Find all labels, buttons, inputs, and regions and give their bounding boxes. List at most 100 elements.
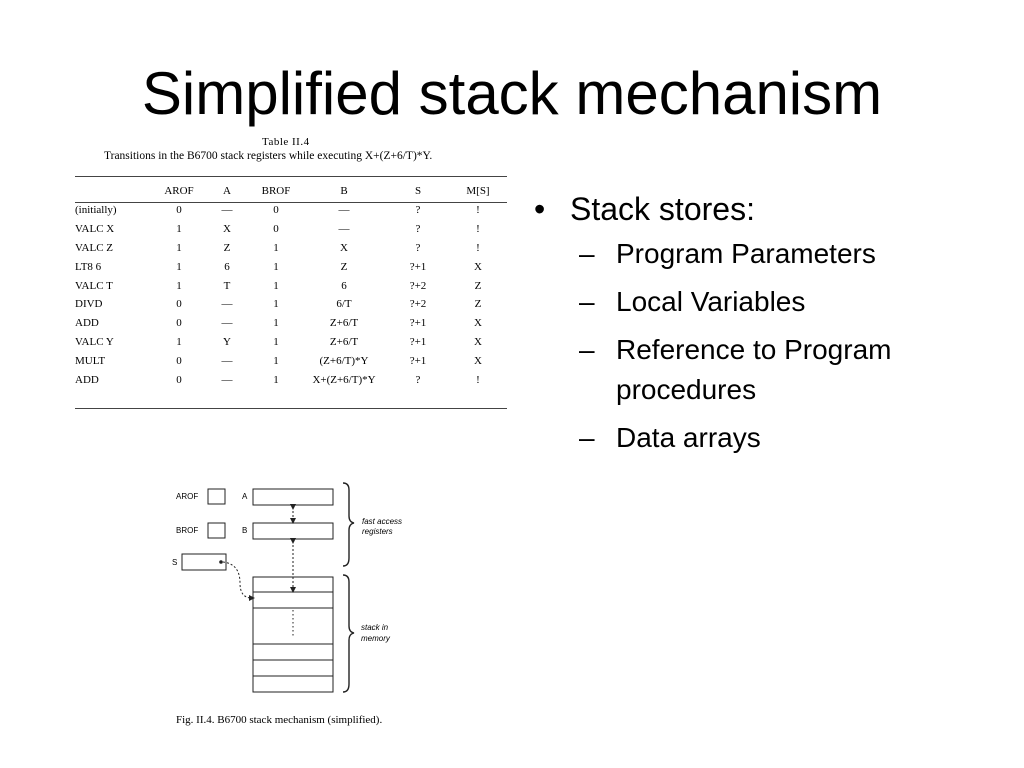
instruction-cell: MULT — [75, 354, 106, 367]
header-cell — [75, 181, 155, 201]
table-cell: ! — [476, 223, 480, 236]
table-row: VALC X 1 X 0 —?! — [75, 220, 507, 239]
table-cell: ?+1 — [409, 260, 427, 273]
table-cell: 0 — [176, 317, 182, 330]
registers-brace — [342, 482, 355, 567]
b-register-label: B — [242, 526, 247, 535]
table-cell: 1 — [273, 260, 279, 273]
table-cell: ! — [476, 241, 480, 254]
table-header-row: AROF A BROF B S M[S] — [75, 181, 507, 201]
table-cell: 1 — [176, 335, 182, 348]
instruction-cell: DIVD — [75, 298, 103, 311]
table-cell: ? — [415, 223, 421, 236]
table-row: (initially)0—0—?! — [75, 201, 507, 220]
memory-cell — [252, 675, 334, 693]
table-cell: ?+1 — [409, 354, 427, 367]
table-cell: Z — [474, 298, 482, 311]
s-pointer-dot — [219, 560, 223, 564]
table-cell: 6 — [341, 279, 347, 292]
table-cell: ? — [415, 373, 421, 386]
table-cell: X — [340, 241, 348, 254]
stack-brace — [342, 574, 355, 693]
s-register — [181, 553, 227, 571]
table-cell: 1 — [176, 260, 182, 273]
table-cell: — — [221, 317, 233, 330]
instruction-cell: VALC T — [75, 279, 113, 292]
table-cell: — — [338, 223, 350, 236]
header-cell: AROF — [164, 185, 194, 197]
arof-box — [207, 488, 226, 505]
dash-icon: – — [579, 286, 595, 317]
table-cell: X — [474, 260, 482, 273]
bullet-dot-icon: • — [534, 191, 546, 227]
transitions-table: AROF A BROF B S M[S] (initially)0—0—?!VA… — [75, 181, 507, 389]
table-row: VALC T 1 T 1 6 ?+2 Z — [75, 276, 507, 295]
table-cell: 1 — [176, 279, 182, 292]
bullet-list: • Stack stores: –Program Parameters –Loc… — [534, 188, 1014, 466]
table-cell: Z — [474, 279, 482, 292]
table-cell: Y — [223, 335, 231, 348]
table-cell: ?+2 — [409, 279, 427, 292]
table-cell: 0 — [273, 223, 279, 236]
table-cell: ?+2 — [409, 298, 427, 311]
table-cell: Z+6/T — [329, 317, 359, 330]
table-cell: X — [223, 223, 231, 236]
sub-bullet-text: Reference to Program procedures — [616, 334, 892, 405]
header-cell: A — [223, 185, 231, 197]
table-cell: ?+1 — [409, 335, 427, 348]
header-cell: BROF — [261, 185, 291, 197]
memory-cell — [252, 659, 334, 677]
bullet-text: Stack stores: — [570, 191, 755, 227]
stack-diagram: AROF A BROF B S fast access registers st… — [172, 482, 402, 693]
instruction-cell: VALC X — [75, 223, 115, 236]
table-cell: 1 — [273, 373, 279, 386]
instruction-cell: ADD — [75, 317, 99, 330]
memory-stack — [252, 576, 334, 693]
table-cell: 0 — [273, 204, 279, 217]
slide-title: Simplified stack mechanism — [141, 60, 883, 127]
table-cell: ? — [415, 204, 421, 217]
table-cell: X — [474, 354, 482, 367]
table-cell: 6/T — [336, 298, 352, 311]
table-cell: Z+6/T — [329, 335, 359, 348]
table-cell: 1 — [273, 279, 279, 292]
table-cell: 1 — [273, 354, 279, 367]
instruction-cell: VALC Y — [75, 335, 114, 348]
fast-access-label: fast access — [362, 517, 402, 526]
table-cell: 1 — [273, 241, 279, 254]
table-cell: 1 — [273, 335, 279, 348]
table-cell: 6 — [224, 260, 230, 273]
sub-bullet-text: Data arrays — [616, 422, 761, 453]
table-cell: (Z+6/T)*Y — [319, 354, 369, 367]
table-cell: 0 — [176, 354, 182, 367]
table-cell: 0 — [176, 298, 182, 311]
table-cell: Z — [223, 241, 231, 254]
table-cell: ! — [476, 204, 480, 217]
table-cell: — — [221, 373, 233, 386]
table-cell: 0 — [176, 373, 182, 386]
dash-icon: – — [579, 238, 595, 269]
brof-box — [207, 522, 226, 539]
table-cell: 1 — [273, 317, 279, 330]
table-cell: X — [474, 317, 482, 330]
sub-bullet-item: –Program Parameters — [579, 234, 1014, 274]
header-cell: S — [414, 185, 422, 197]
table-row: MULT 0 — 1 (Z+6/T)*Y ?+1 X — [75, 351, 507, 370]
table-cell: T — [223, 279, 231, 292]
table-cell: 1 — [176, 223, 182, 236]
table-cell: — — [221, 354, 233, 367]
table-header-rule — [75, 202, 507, 203]
arof-label: AROF — [176, 492, 198, 501]
sub-bullet-text: Local Variables — [616, 286, 806, 317]
table-cell: Z — [340, 260, 348, 273]
table-cell: ?+1 — [409, 317, 427, 330]
registers-label: registers — [362, 527, 393, 536]
brof-label: BROF — [176, 526, 198, 535]
table-cell: 1 — [176, 241, 182, 254]
table-cell: X — [474, 335, 482, 348]
sub-bullet-item: –Reference to Program procedures — [579, 330, 1014, 410]
sub-bullet-item: –Local Variables — [579, 282, 1014, 322]
instruction-cell: VALC Z — [75, 241, 113, 254]
